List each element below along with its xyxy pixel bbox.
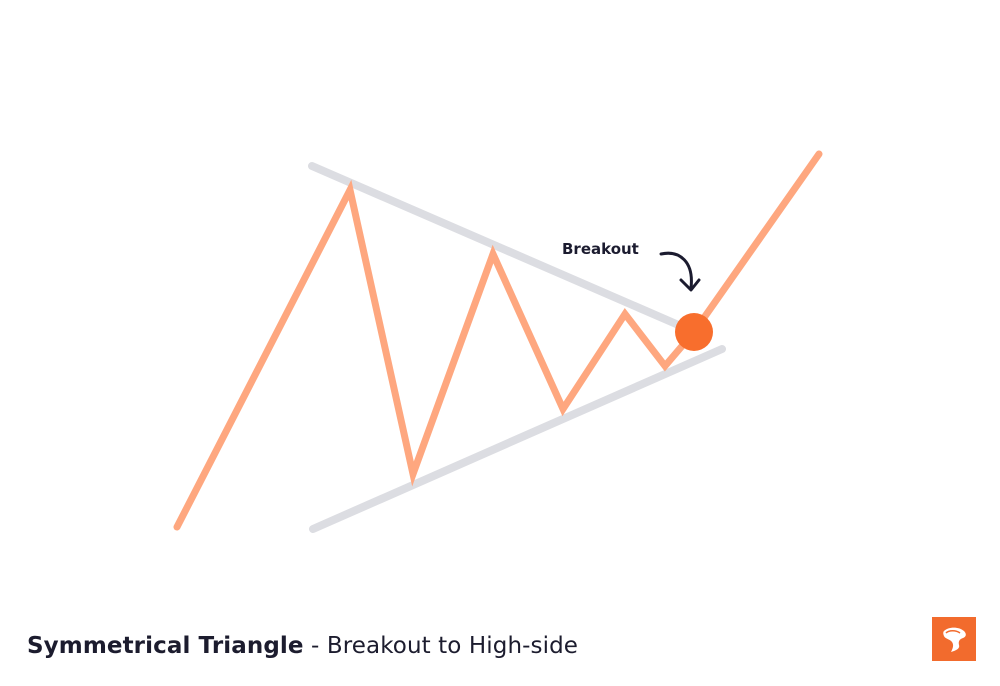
curved-arrow-icon [659, 251, 701, 292]
brand-logo [932, 617, 976, 661]
caption-regular: - Breakout to High-side [303, 633, 579, 659]
breakout-point [675, 313, 713, 351]
breakout-annotation: Breakout [562, 240, 639, 258]
upper-trendline [308, 162, 694, 334]
lower-trendline [309, 345, 726, 533]
price-line [173, 150, 823, 531]
bull-head-icon [943, 627, 966, 652]
chart-caption: Symmetrical Triangle - Breakout to High-… [27, 633, 578, 659]
caption-bold: Symmetrical Triangle [27, 633, 304, 659]
